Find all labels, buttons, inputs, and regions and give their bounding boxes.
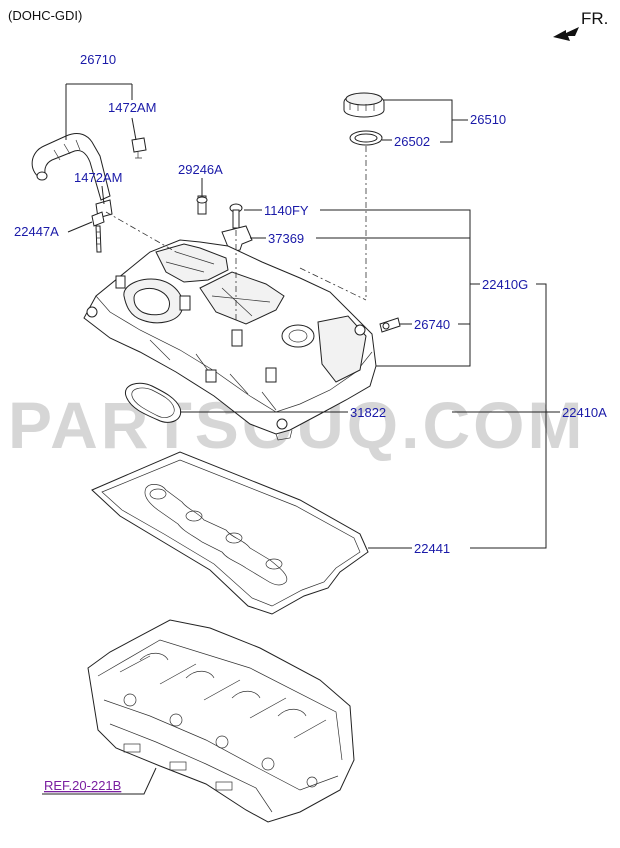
stud-29246a bbox=[196, 195, 208, 215]
cover-centerline bbox=[299, 267, 367, 301]
plug-tube-gasket bbox=[124, 382, 182, 423]
breather-hose bbox=[31, 133, 111, 201]
hose-clamp-upper bbox=[131, 137, 147, 159]
callout-37369[interactable]: 37369 bbox=[268, 231, 304, 246]
callout-22410g[interactable]: 22410G bbox=[482, 277, 528, 292]
leader-lines bbox=[42, 83, 560, 795]
front-arrow-icon bbox=[553, 27, 579, 41]
reference-link[interactable]: REF.20-221B bbox=[44, 778, 121, 793]
oil-cap-gasket bbox=[349, 130, 383, 146]
engine-type-label: (DOHC-GDI) bbox=[8, 8, 82, 23]
cylinder-head bbox=[87, 619, 355, 823]
callout-26510[interactable]: 26510 bbox=[470, 112, 506, 127]
bracket-37369 bbox=[221, 225, 253, 253]
cylinder-head-cover bbox=[83, 239, 377, 441]
callout-31822[interactable]: 31822 bbox=[350, 405, 386, 420]
cover-gasket bbox=[91, 451, 369, 615]
pcv-valve bbox=[379, 317, 401, 333]
callout-1472am-lower[interactable]: 1472AM bbox=[74, 170, 122, 185]
bolt-22447a bbox=[91, 211, 105, 253]
callout-29246a[interactable]: 29246A bbox=[178, 162, 223, 177]
callout-1472am-upper[interactable]: 1472AM bbox=[108, 100, 156, 115]
callout-22441[interactable]: 22441 bbox=[414, 541, 450, 556]
bolt-1140fy bbox=[229, 203, 243, 229]
callout-26710[interactable]: 26710 bbox=[80, 52, 116, 67]
callout-26502[interactable]: 26502 bbox=[394, 134, 430, 149]
callout-1140fy[interactable]: 1140FY bbox=[264, 203, 309, 218]
callout-26740[interactable]: 26740 bbox=[414, 317, 450, 332]
callout-22410a[interactable]: 22410A bbox=[562, 405, 607, 420]
oil-filler-cap bbox=[343, 92, 385, 118]
front-direction-label: FR. bbox=[581, 9, 608, 28]
callout-22447a[interactable]: 22447A bbox=[14, 224, 59, 239]
